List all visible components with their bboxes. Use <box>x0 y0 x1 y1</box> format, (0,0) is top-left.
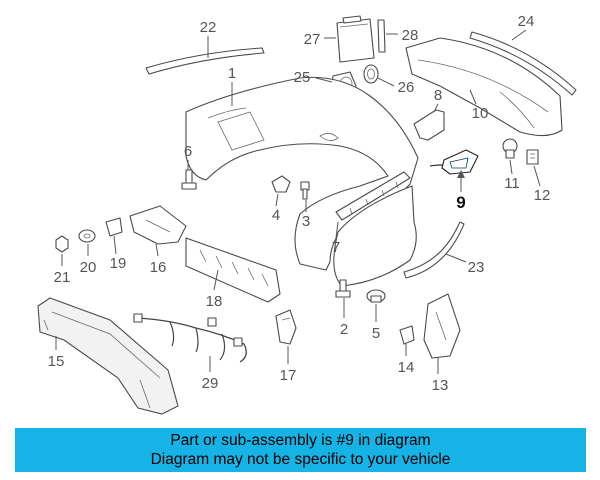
part-9-highlighted-bracket <box>429 149 479 175</box>
banner-line-part-number: Part or sub-assembly is #9 in diagram <box>170 432 431 449</box>
callout-19: 19 <box>110 255 127 272</box>
part-11-nut <box>502 138 518 159</box>
part-26-grommet <box>363 64 379 84</box>
callout-22: 22 <box>200 19 217 36</box>
part-17-sensor-bracket <box>275 309 297 345</box>
diagram-notice-banner: Part or sub-assembly is #9 in diagram Di… <box>15 428 586 472</box>
callout-24: 24 <box>518 13 535 30</box>
callout-28: 28 <box>402 27 419 44</box>
part-2-bolt <box>335 279 351 298</box>
callout-25: 25 <box>294 69 311 86</box>
callout-20: 20 <box>80 259 97 276</box>
part-18-absorber <box>185 237 281 303</box>
part-1-bumper-cover <box>185 76 419 287</box>
callout-7: 7 <box>332 239 340 256</box>
part-10-lower-panel <box>405 37 563 137</box>
part-27-module <box>336 15 375 63</box>
part-23-trim-strip <box>403 221 465 279</box>
callout-4: 4 <box>272 207 280 224</box>
part-29-wiring-harness <box>133 313 247 363</box>
leader-lines <box>55 29 541 374</box>
part-19-clip <box>105 217 123 237</box>
callout-8: 8 <box>434 87 442 104</box>
callout-23: 23 <box>468 259 485 276</box>
part-4-clip <box>271 175 291 193</box>
callout-18: 18 <box>206 293 223 310</box>
part-24-trim-strip <box>469 31 577 96</box>
callout-6: 6 <box>184 143 192 160</box>
callout-17: 17 <box>280 367 297 384</box>
callout-14: 14 <box>398 359 415 376</box>
parts-diagram: 22 27 28 24 1 25 26 8 10 6 9 11 12 4 3 7… <box>37 13 577 415</box>
part-14-clip <box>399 325 415 345</box>
callout-3: 3 <box>302 213 310 230</box>
callout-numbers: 22 27 28 24 1 25 26 8 10 6 9 11 12 4 3 7… <box>48 13 551 394</box>
callout-21: 21 <box>54 269 71 286</box>
part-13-liner <box>423 293 461 359</box>
part-16-bracket <box>129 205 187 245</box>
part-12-clip <box>526 149 539 165</box>
banner-line-disclaimer: Diagram may not be specific to your vehi… <box>150 451 451 468</box>
callout-26: 26 <box>398 79 415 96</box>
callout-16: 16 <box>150 259 167 276</box>
part-5-grommet <box>366 289 386 303</box>
part-21-nut <box>55 235 69 253</box>
part-3-bolt <box>300 181 310 200</box>
callout-1: 1 <box>228 65 236 82</box>
part-22-trim-strip <box>145 47 265 75</box>
callout-27: 27 <box>304 31 321 48</box>
callout-15: 15 <box>48 353 65 370</box>
part-15-impact-bar <box>37 297 179 415</box>
part-8-bracket <box>413 109 445 141</box>
callout-29: 29 <box>202 375 219 392</box>
callout-10: 10 <box>472 105 489 122</box>
callout-2: 2 <box>340 321 348 338</box>
callout-11: 11 <box>504 175 520 192</box>
callout-13: 13 <box>432 377 449 394</box>
callout-5: 5 <box>372 325 380 342</box>
part-20-washer <box>78 229 96 243</box>
callout-12: 12 <box>534 187 551 204</box>
part-6-bolt <box>181 169 197 190</box>
part-28-bracket <box>377 19 386 53</box>
callout-9: 9 <box>456 193 465 212</box>
part-7-strip <box>335 171 411 221</box>
